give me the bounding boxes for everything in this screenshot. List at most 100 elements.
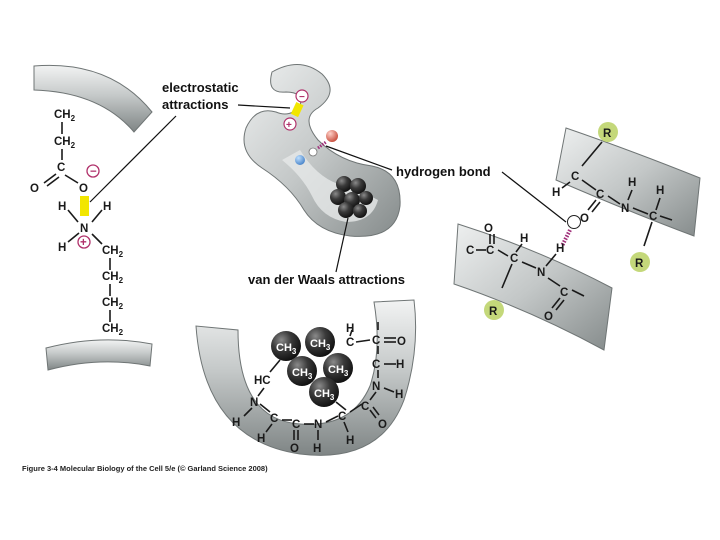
donor-atom-icon (295, 155, 305, 165)
svg-text:CH3: CH3 (276, 342, 297, 356)
atom-o: O (484, 223, 493, 235)
label-electrostatic: electrostatic (162, 80, 239, 95)
backbone-strand-lower (453, 223, 613, 351)
atom-c: C (486, 245, 494, 257)
atom-h: H (313, 443, 321, 455)
atom-c: C (338, 411, 346, 423)
atom-c: C (346, 337, 354, 349)
atom-o: O (79, 183, 88, 195)
atom-h: H (58, 201, 66, 213)
atom-c: C (571, 171, 579, 183)
r-group-icon (630, 252, 650, 272)
ionic-bond-left (80, 196, 89, 216)
positive-charge-sign: + (286, 120, 292, 131)
acidic-side-chain: CH2 CH2 C O O − (30, 109, 100, 195)
atom-h: H (257, 433, 265, 445)
r-group-icon (484, 300, 504, 320)
chain-bottom-left (45, 339, 153, 371)
atom-o: O (290, 443, 299, 455)
atom-h: H (346, 323, 354, 335)
atom-ch2: CH2 (102, 245, 124, 259)
atom-ch2: CH2 (54, 136, 76, 150)
svg-text:CH3: CH3 (328, 364, 349, 378)
folded-protein-panel: − + (243, 64, 401, 237)
atom-c: C (372, 359, 380, 371)
callout-van-der-waals: van der Waals attractions (248, 217, 405, 287)
negative-charge-icon (295, 89, 309, 103)
folded-chain (243, 64, 401, 237)
atom-n: N (314, 419, 322, 431)
positive-charge-icon (77, 235, 91, 249)
atom-c: C (649, 211, 657, 223)
positive-charge-sign: + (80, 237, 87, 249)
r-group-label: R (489, 306, 498, 318)
atom-n: N (250, 397, 258, 409)
label-hydrogen-bond: hydrogen bond (396, 164, 491, 179)
atom-c: C (270, 413, 278, 425)
hydrogen-bond-mini (317, 140, 327, 150)
atom-c: C (466, 245, 474, 257)
methyl-sphere (309, 377, 339, 407)
atom-c: C (361, 401, 369, 413)
atom-ch2: CH2 (54, 109, 76, 123)
chain-top-left (33, 64, 153, 133)
atom-h: H (552, 187, 560, 199)
positive-charge-icon (283, 117, 297, 131)
acceptor-atom-icon (326, 130, 338, 142)
atom-h: H (395, 389, 403, 401)
atom-o: O (397, 336, 406, 348)
right-panel-backbone-hbond: R C H C O N H C H R (453, 122, 701, 351)
figure-caption: Figure 3-4 Molecular Biology of the Cell… (22, 464, 268, 473)
atom-o: O (378, 419, 387, 431)
negative-charge-sign: − (299, 92, 305, 103)
r-group-label: R (635, 258, 644, 270)
negative-charge-sign: − (90, 166, 97, 178)
r-group-label: R (603, 128, 612, 140)
methyl-sphere (271, 331, 301, 361)
atom-h: H (103, 201, 111, 213)
atom-ch2: CH2 (102, 271, 124, 285)
callout-electrostatic: electrostatic attractions (89, 80, 291, 203)
ionic-bond-mini (290, 101, 304, 118)
atom-n: N (621, 203, 629, 215)
lower-backbone-atoms: O C C H C R N H C O (466, 223, 585, 323)
atom-o: O (544, 311, 553, 323)
atom-n: N (537, 267, 545, 279)
left-panel-salt-bridge: CH2 CH2 C O O − H H N H + CH2 (30, 64, 153, 371)
atom-n: N (372, 381, 380, 393)
methyl-sphere (323, 353, 353, 383)
u-chain-atoms: HC N H C H C O N H C H C (232, 322, 406, 455)
atom-h: H (520, 233, 528, 245)
hydrophobic-core (330, 176, 373, 218)
atom-h: H (396, 359, 404, 371)
atom-h: H (232, 417, 240, 429)
backbone-hydrogen-bond (560, 215, 581, 247)
methyl-sphere (287, 356, 317, 386)
r-group-icon (598, 122, 618, 142)
atom-o: O (30, 183, 39, 195)
svg-text:CH3: CH3 (314, 388, 335, 402)
atom-h: H (346, 435, 354, 447)
atom-c: C (560, 287, 568, 299)
bottom-panel-van-der-waals: CH3 CH3 CH3 CH3 CH3 HC N H C H C O (195, 299, 417, 456)
label-van-der-waals: van der Waals attractions (248, 272, 405, 287)
basic-side-chain: H H N H + CH2 CH2 CH2 CH2 (58, 201, 124, 337)
atom-c: C (510, 253, 518, 265)
callout-hydrogen-bond: hydrogen bond (325, 145, 567, 223)
hydrogen-atom-icon (308, 147, 318, 157)
u-shaped-chain (195, 299, 417, 456)
atom-h: H (628, 177, 636, 189)
atom-h: H (556, 243, 564, 255)
atom-c: C (372, 335, 380, 347)
svg-text:CH3: CH3 (310, 338, 331, 352)
atom-ch2: CH2 (102, 323, 124, 337)
methyl-sphere (305, 327, 335, 357)
negative-charge-icon (86, 164, 100, 178)
atom-c: C (57, 162, 65, 174)
atom-ch2: CH2 (102, 297, 124, 311)
atom-hc: HC (254, 375, 271, 387)
atom-n: N (80, 223, 88, 235)
atom-c: C (596, 189, 604, 201)
